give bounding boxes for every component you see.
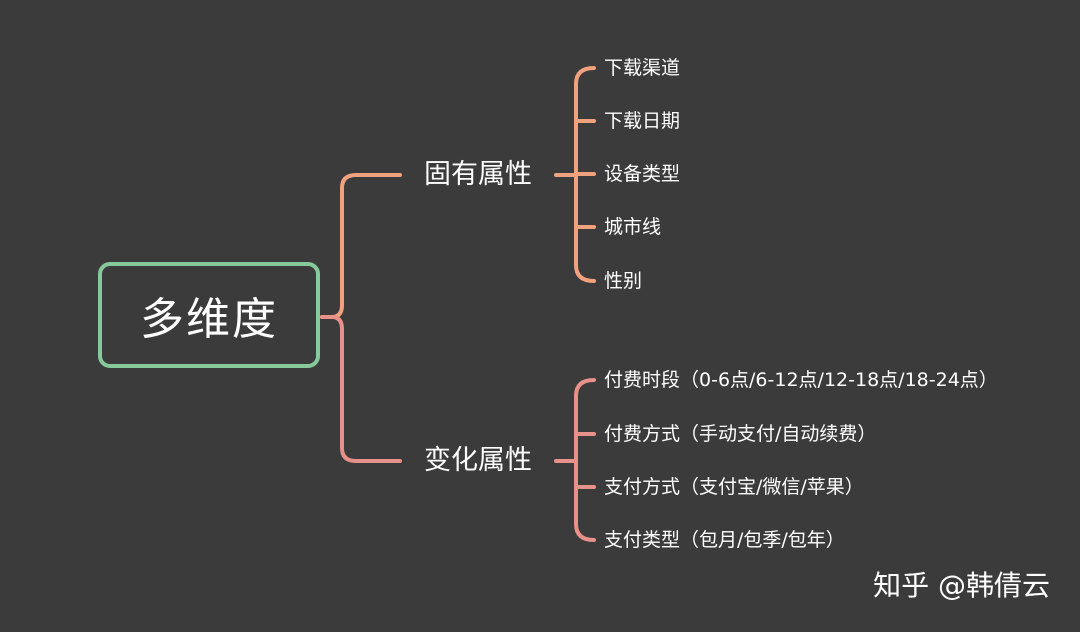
leaf-node-city-tier[interactable]: 城市线: [604, 216, 662, 238]
branch-node-inherent-attributes[interactable]: 固有属性: [424, 159, 532, 190]
leaf-node-download-channel[interactable]: 下载渠道: [604, 57, 681, 79]
branch-node-changing-attributes[interactable]: 变化属性: [424, 445, 532, 476]
branch-bottom-bracket: [574, 378, 596, 542]
leaf-node-payment-method[interactable]: 支付方式（支付宝/微信/苹果）: [604, 476, 864, 498]
leaf-node-payment-time-slot[interactable]: 付费时段（0-6点/6-12点/12-18点/18-24点）: [604, 369, 998, 391]
root-node[interactable]: 多维度: [98, 262, 320, 368]
leaf-node-download-date[interactable]: 下载日期: [604, 110, 681, 132]
leaf-node-payment-type[interactable]: 支付类型（包月/包季/包年）: [604, 529, 845, 551]
root-node-label: 多维度: [140, 294, 278, 345]
leaf-node-gender[interactable]: 性别: [604, 270, 643, 292]
root-to-branch-bottom-connector: [320, 315, 402, 463]
leaf-node-device-type[interactable]: 设备类型: [604, 163, 681, 185]
leaf-node-payment-mode[interactable]: 付费方式（手动支付/自动续费）: [604, 423, 877, 445]
watermark: 知乎 @韩倩云: [873, 569, 1050, 602]
root-to-branch-top-connector: [320, 173, 402, 319]
